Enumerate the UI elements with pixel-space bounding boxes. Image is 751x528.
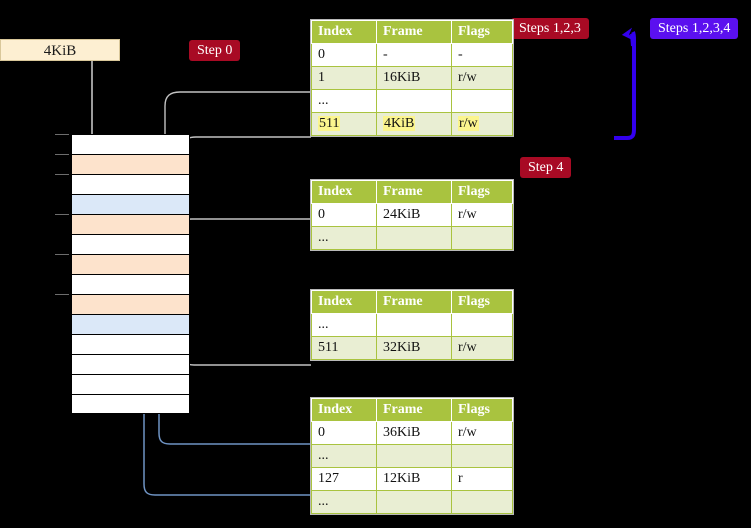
table-row: ...: [311, 313, 513, 337]
memory-frame-row: [71, 154, 190, 174]
table-row: ...: [311, 444, 513, 468]
memory-frame-row: [71, 334, 190, 354]
column-header-frame: Frame: [376, 290, 452, 314]
table-cell: 36KiB: [376, 421, 452, 445]
memory-frame-row: [71, 294, 190, 314]
column-header-flags: Flags: [451, 290, 513, 314]
memory-size-label: 4KiB: [0, 39, 120, 61]
column-header-index: Index: [311, 180, 377, 204]
wire-steps-1234-arrow: [621, 27, 635, 47]
table-cell: 12KiB: [376, 467, 452, 491]
table-cell: ...: [311, 490, 377, 514]
memory-frame-tick: [55, 254, 69, 255]
table-row: ...: [311, 89, 513, 113]
physical-memory-column: [55, 134, 190, 414]
table-cell: [451, 490, 513, 514]
table-cell: ...: [311, 89, 377, 113]
memory-frame-tick: [55, 214, 69, 215]
badge-steps-1-2-3: Steps 1,2,3: [511, 18, 589, 39]
table-cell: r/w: [451, 112, 513, 136]
table-cell: [451, 226, 513, 250]
wire-steps-1234-bracket: [614, 31, 636, 140]
table-row: ...: [311, 490, 513, 514]
highlighted-value: r/w: [458, 116, 479, 131]
memory-frame-row: [71, 274, 190, 294]
badge-step-0: Step 0: [189, 40, 241, 61]
memory-frame-row: [71, 354, 190, 374]
table-cell: 511: [311, 336, 377, 360]
column-header-index: Index: [311, 20, 377, 44]
table-cell: ...: [311, 313, 377, 337]
table-cell: 24KiB: [376, 203, 452, 227]
table-row: 511 4KiB r/w: [311, 112, 513, 136]
table-cell: 1: [311, 66, 377, 90]
memory-frame-tick: [55, 294, 69, 295]
column-header-index: Index: [311, 398, 377, 422]
table-cell: [451, 444, 513, 468]
table-cell: ...: [311, 226, 377, 250]
column-header-frame: Frame: [376, 180, 452, 204]
memory-frame-row: [71, 234, 190, 254]
table-cell: [451, 313, 513, 337]
column-header-flags: Flags: [451, 180, 513, 204]
table-cell: ...: [311, 444, 377, 468]
memory-frame-row: [71, 254, 190, 274]
table-cell: r/w: [451, 203, 513, 227]
column-header-flags: Flags: [451, 398, 513, 422]
table-cell: 0: [311, 203, 377, 227]
memory-frame-row: [71, 214, 190, 234]
table-cell: 0: [311, 421, 377, 445]
column-header-flags: Flags: [451, 20, 513, 44]
memory-frame-tick: [55, 154, 69, 155]
memory-frame-row: [71, 314, 190, 334]
table-row: ...: [311, 226, 513, 250]
table-cell: 127: [311, 467, 377, 491]
highlighted-value: 511: [318, 116, 341, 131]
memory-frame-row: [71, 194, 190, 214]
table-cell: [376, 490, 452, 514]
badge-steps-1-2-3-4: Steps 1,2,3,4: [650, 18, 739, 39]
table-cell: r/w: [451, 421, 513, 445]
table-cell: 0: [311, 43, 377, 67]
table-cell: [376, 226, 452, 250]
table-cell: 4KiB: [376, 112, 452, 136]
table-cell: [376, 89, 452, 113]
memory-frame-row: [71, 394, 190, 414]
column-header-frame: Frame: [376, 20, 452, 44]
table-cell: -: [376, 43, 452, 67]
wire-t1-row0: [180, 218, 311, 252]
memory-frame-row: [71, 134, 190, 154]
wire-t0-511-a: [171, 136, 311, 154]
memory-frame-tick: [55, 134, 69, 135]
highlighted-value: 4KiB: [383, 116, 416, 131]
table-cell: 16KiB: [376, 66, 452, 90]
table-cell: r/w: [451, 66, 513, 90]
memory-frame-row: [71, 374, 190, 394]
table-cell: [451, 89, 513, 113]
table-cell: [376, 444, 452, 468]
table-cell: 32KiB: [376, 336, 452, 360]
wire-t2-511: [182, 330, 311, 366]
table-cell: 511: [311, 112, 377, 136]
table-cell: r/w: [451, 336, 513, 360]
column-header-frame: Frame: [376, 398, 452, 422]
table-cell: r: [451, 467, 513, 491]
table-cell: -: [451, 43, 513, 67]
memory-frame-tick: [55, 174, 69, 175]
table-cell: [376, 313, 452, 337]
badge-step-4: Step 4: [520, 157, 572, 178]
table-row: 0--: [311, 43, 513, 67]
column-header-index: Index: [311, 290, 377, 314]
memory-frame-row: [71, 174, 190, 194]
